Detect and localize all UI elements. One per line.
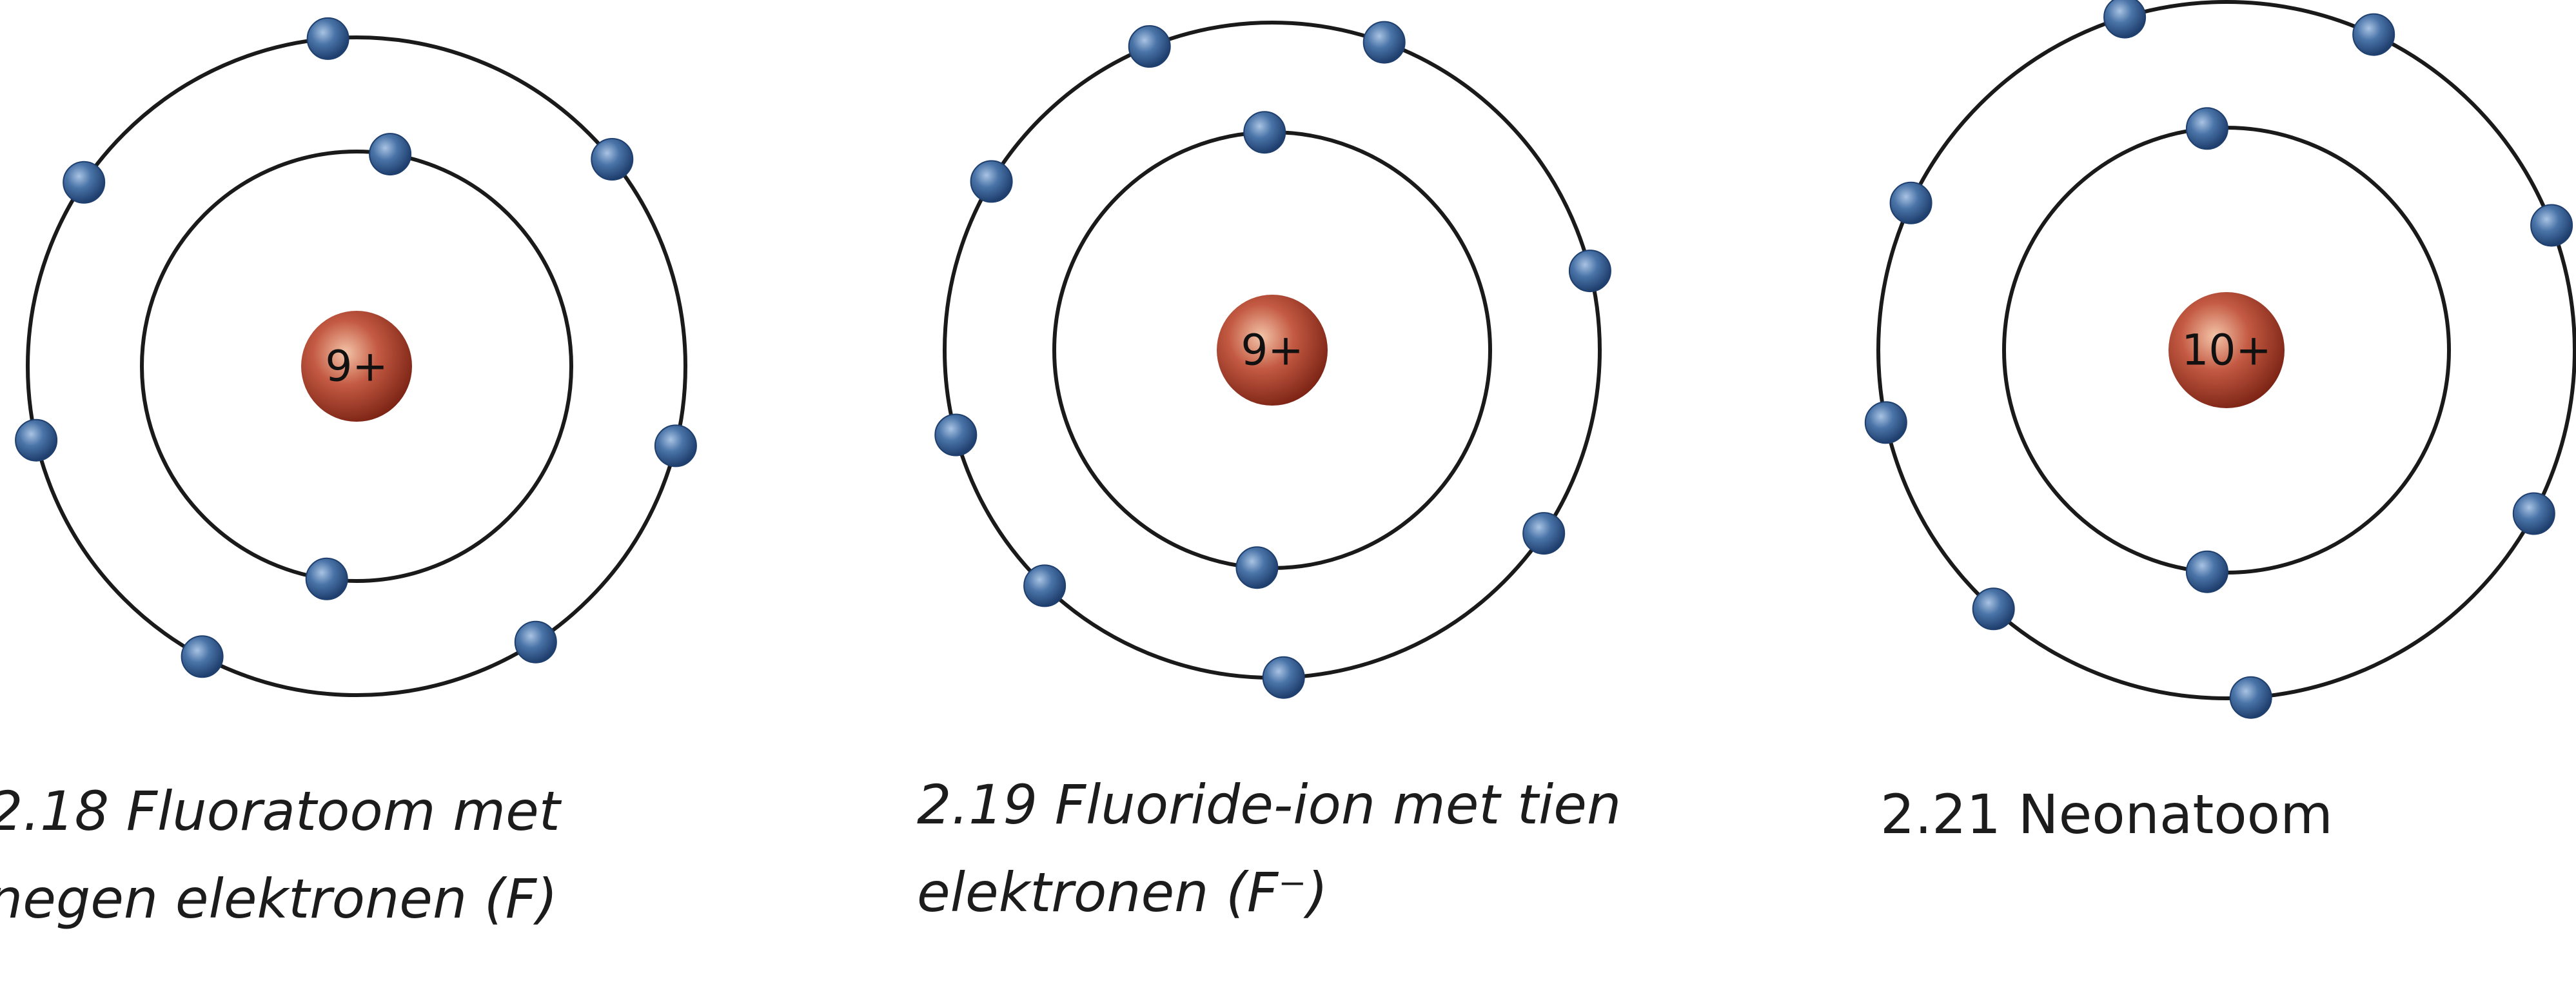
electron xyxy=(369,133,412,176)
caption-fluorine-atom: 2.18 Fluoratoom met negen elektronen (F) xyxy=(0,767,560,943)
atom-fluoride-ion: 9+ xyxy=(934,21,1611,699)
electron xyxy=(1972,587,2015,631)
electron xyxy=(2185,550,2228,593)
electron xyxy=(970,160,1013,203)
electron xyxy=(2352,13,2395,56)
electron-group xyxy=(1864,0,2573,719)
caption-line: 2.21 Neonatoom xyxy=(1880,783,2333,846)
nucleus-charge-label: 10+ xyxy=(2181,326,2271,375)
electron xyxy=(514,620,557,664)
electron xyxy=(1889,181,1932,224)
electron xyxy=(1864,401,1907,444)
electron xyxy=(1023,564,1067,607)
electron xyxy=(2530,204,2573,247)
outer-shell xyxy=(26,35,687,697)
electron xyxy=(305,557,348,600)
electron-group xyxy=(934,21,1611,699)
electron xyxy=(306,17,349,60)
nucleus xyxy=(1217,295,1328,406)
atom-neon: 10+ xyxy=(1864,0,2576,719)
electron xyxy=(654,424,697,467)
nucleus-charge-label: 9+ xyxy=(325,342,388,391)
nucleus xyxy=(301,311,412,422)
nucleus xyxy=(2168,292,2285,408)
electron xyxy=(1128,25,1171,68)
electron xyxy=(2229,676,2272,719)
electron xyxy=(591,138,634,181)
electron xyxy=(2512,492,2555,535)
electron xyxy=(1243,111,1286,154)
caption-line: 2.18 Fluoratoom met xyxy=(0,780,560,843)
electron xyxy=(1235,546,1279,589)
electron-group xyxy=(15,17,697,678)
caption-line: negen elektronen (F) xyxy=(0,867,558,930)
nucleus-charge-label: 9+ xyxy=(1241,326,1303,375)
caption-neon-atom: 2.21 Neonatoom xyxy=(1880,771,2333,858)
caption-fluoride-ion: 2.19 Fluoride-ion met tien elektronen (F… xyxy=(917,761,1621,936)
electron xyxy=(934,413,978,457)
inner-shell xyxy=(140,150,573,583)
electron xyxy=(2185,107,2228,150)
caption-line: elektronen (F⁻) xyxy=(917,861,1328,924)
electron xyxy=(1362,21,1406,64)
electron xyxy=(15,418,58,462)
electron xyxy=(181,635,224,678)
electron xyxy=(1522,512,1566,555)
electron xyxy=(1568,250,1611,293)
caption-line: 2.19 Fluoride-ion met tien xyxy=(917,773,1622,836)
outer-shell xyxy=(1876,0,2576,700)
atom-fluorine: 9+ xyxy=(15,17,697,697)
electron xyxy=(2103,0,2147,39)
electron xyxy=(1262,656,1305,699)
electron xyxy=(63,161,106,204)
